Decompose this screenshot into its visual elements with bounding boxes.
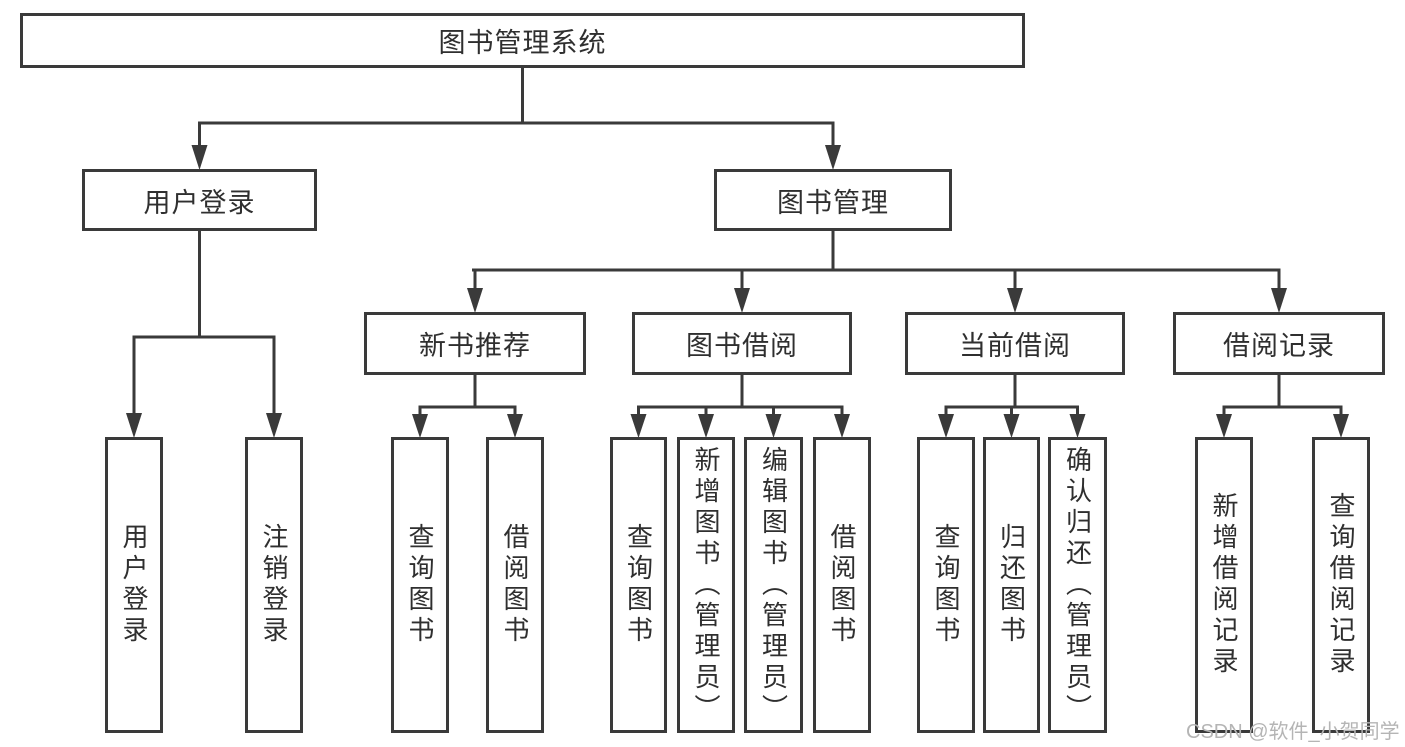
- leaf-cb-confirm-return-admin: 确认归还（管理员）: [1048, 437, 1107, 733]
- leaf-bb-edit-book-admin: 编辑图书（管理员）: [744, 437, 803, 733]
- leaf-user-login-label: 用户登录: [119, 523, 149, 647]
- leaf-cb-query-books-label: 查询图书: [931, 523, 961, 647]
- node-book-borrow: 图书借阅: [632, 312, 852, 375]
- node-book-management-label: 图书管理: [777, 187, 889, 218]
- node-user-login: 用户登录: [82, 169, 317, 231]
- leaf-bb-query-books: 查询图书: [610, 437, 667, 733]
- leaf-br-add-record-label: 新增借阅记录: [1209, 492, 1239, 678]
- leaf-cb-query-books: 查询图书: [917, 437, 975, 733]
- leaf-bb-edit-book-admin-label: 编辑图书（管理员）: [758, 445, 789, 725]
- leaf-br-query-record: 查询借阅记录: [1312, 437, 1370, 733]
- leaf-user-login: 用户登录: [105, 437, 163, 733]
- node-new-book-recommend: 新书推荐: [364, 312, 586, 375]
- leaf-nb-borrow-books: 借阅图书: [486, 437, 544, 733]
- leaf-cb-return-books: 归还图书: [983, 437, 1040, 733]
- node-user-login-label: 用户登录: [143, 187, 256, 218]
- leaf-cb-confirm-return-admin-label: 确认归还（管理员）: [1062, 445, 1093, 725]
- node-library-system-label: 图书管理系统: [438, 28, 607, 58]
- leaf-bb-borrow-books-label: 借阅图书: [827, 523, 857, 647]
- node-current-borrow-label: 当前借阅: [959, 331, 1071, 361]
- node-new-book-recommend-label: 新书推荐: [419, 331, 531, 361]
- node-borrow-records: 借阅记录: [1173, 312, 1385, 375]
- leaf-bb-add-book-admin: 新增图书（管理员）: [677, 437, 735, 733]
- leaf-nb-query-books-label: 查询图书: [405, 523, 435, 647]
- node-book-borrow-label: 图书借阅: [686, 331, 798, 361]
- leaf-nb-query-books: 查询图书: [391, 437, 449, 733]
- node-library-system: 图书管理系统: [20, 13, 1025, 68]
- leaf-br-query-record-label: 查询借阅记录: [1326, 492, 1356, 678]
- leaf-logout: 注销登录: [245, 437, 303, 733]
- node-current-borrow: 当前借阅: [905, 312, 1125, 375]
- node-book-management: 图书管理: [714, 169, 952, 231]
- leaf-bb-query-books-label: 查询图书: [623, 523, 654, 647]
- leaf-cb-return-books-label: 归还图书: [996, 523, 1027, 647]
- leaf-logout-label: 注销登录: [259, 523, 289, 647]
- leaf-bb-borrow-books: 借阅图书: [813, 437, 871, 733]
- leaf-bb-add-book-admin-label: 新增图书（管理员）: [691, 445, 721, 725]
- csdn-watermark: CSDN @软件_小贺同学: [1186, 721, 1400, 743]
- leaf-nb-borrow-books-label: 借阅图书: [500, 523, 530, 647]
- leaf-br-add-record: 新增借阅记录: [1195, 437, 1253, 733]
- node-borrow-records-label: 借阅记录: [1223, 331, 1335, 361]
